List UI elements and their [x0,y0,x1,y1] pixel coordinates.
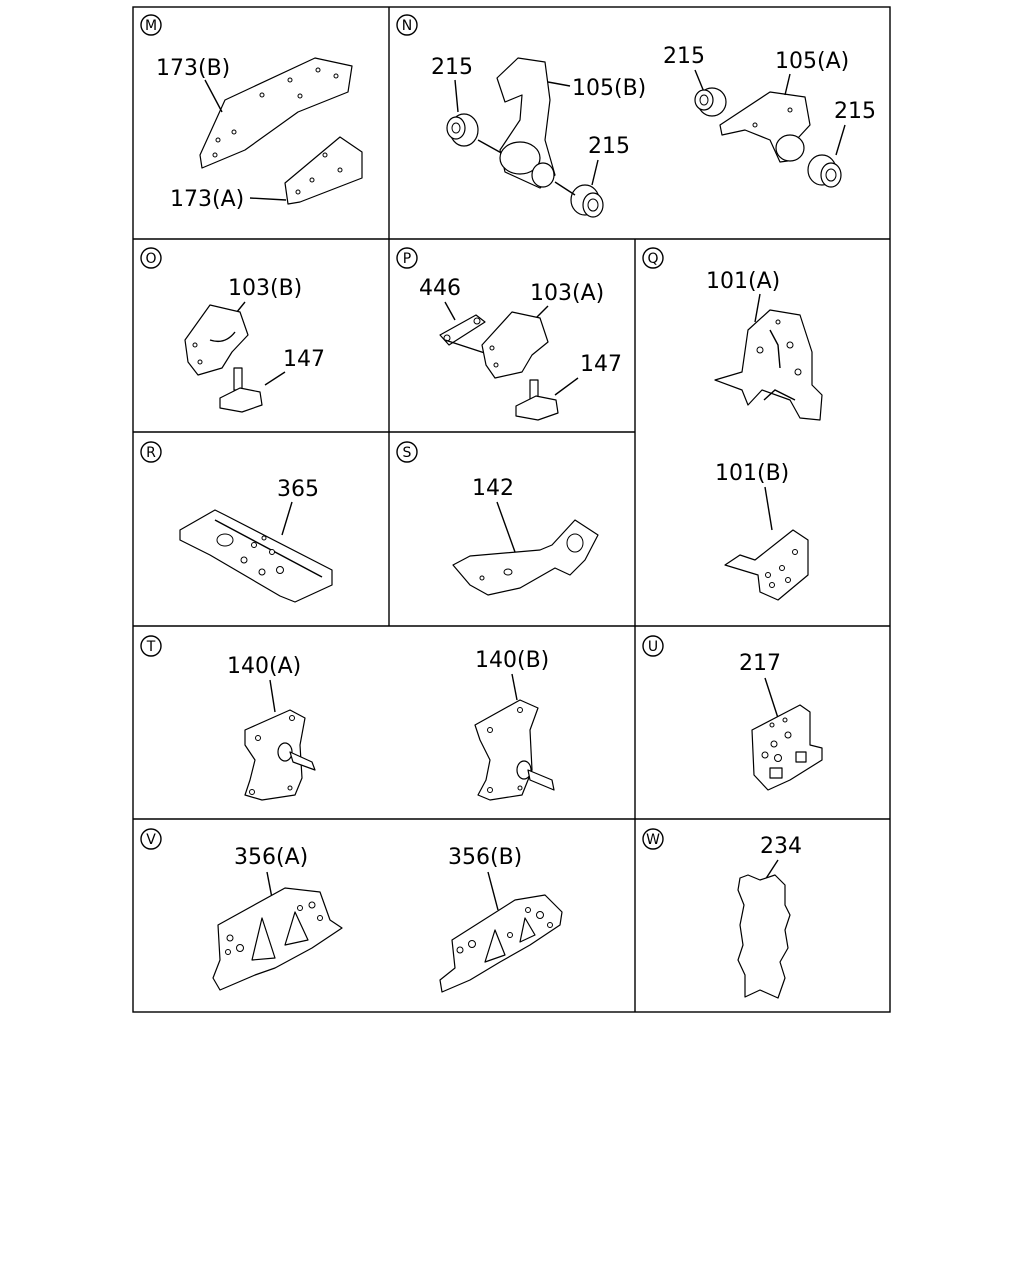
panel-marker-n: N [396,14,418,36]
svg-text:M: M [145,18,157,34]
label-103b: 103(B) [228,276,302,301]
label-215-4: 215 [834,99,876,124]
part-105b-arm [496,57,556,189]
svg-text:V: V [146,832,156,848]
part-103b-bracket [184,304,249,376]
label-140a: 140(A) [227,654,301,679]
part-215-bushing-3 [694,87,727,117]
label-356a: 356(A) [234,845,308,870]
label-142: 142 [472,476,514,501]
part-147-mount-p [515,379,559,421]
panel-marker-v: V [140,828,162,850]
part-103a-bracket [481,311,549,379]
panel-w: 234 [737,834,802,999]
svg-text:S: S [403,445,412,461]
label-147-p: 147 [580,352,622,377]
part-140a-mount [244,709,316,801]
part-101a-bracket [714,309,823,421]
svg-text:P: P [403,251,411,267]
part-215-bushing-2 [570,184,604,218]
panel-q: 101(A) 101(B) [706,269,823,601]
panel-marker-p: P [396,247,418,269]
label-215-3: 215 [663,44,705,69]
part-142-bracket [452,519,599,596]
part-356a-bracket [212,887,343,991]
part-217-bracket [751,704,823,791]
part-173b-plate [199,57,353,169]
panel-s: 142 [452,476,599,596]
label-356b: 356(B) [448,845,522,870]
panel-t: 140(A) 140(B) [227,648,555,801]
svg-text:N: N [402,18,412,34]
label-105a: 105(A) [775,49,849,74]
label-215-2: 215 [588,134,630,159]
panel-marker-m: M [140,14,162,36]
label-105b: 105(B) [572,76,646,101]
label-140b: 140(B) [475,648,549,673]
label-217: 217 [739,651,781,676]
panel-marker-q: Q [642,247,664,269]
grid-frame [132,6,891,1013]
label-173a: 173(A) [170,187,244,212]
label-103a: 103(A) [530,281,604,306]
svg-text:U: U [648,639,658,655]
part-105a-bracket [719,91,811,163]
part-140b-mount [474,699,555,801]
part-234-plate [737,874,791,999]
part-215-bushing-4 [807,154,842,188]
label-365: 365 [277,477,319,502]
label-101b: 101(B) [715,461,789,486]
panel-marker-o: O [140,247,162,269]
part-173a-plate [284,136,363,205]
part-356b-bracket [439,894,563,993]
label-173b: 173(B) [156,56,230,81]
part-101b-bracket [724,529,809,601]
panel-n: 215 105(B) 215 215 [431,44,876,218]
svg-text:W: W [646,832,660,848]
label-101a: 101(A) [706,269,780,294]
panel-marker-r: R [140,441,162,463]
panel-u: 217 [739,651,823,791]
svg-text:T: T [146,639,156,655]
panel-r: 365 [179,477,333,603]
panel-marker-w: W [642,828,664,850]
part-365-beam [179,509,333,603]
panel-markers: M N O P Q R S T U V W [140,14,664,850]
panel-p: 446 103(A) 147 [419,276,622,421]
label-147-o: 147 [283,347,325,372]
panel-marker-t: T [140,635,162,657]
svg-text:O: O [145,251,156,267]
part-147-mount-o [219,367,263,413]
panel-v: 356(A) 356(B) [212,845,563,993]
label-234: 234 [760,834,802,859]
panel-marker-s: S [396,441,418,463]
svg-text:R: R [146,445,156,461]
label-215-1: 215 [431,55,473,80]
panel-m: 173(B) 173(A) [156,56,363,212]
part-215-bushing-1 [446,113,479,147]
panel-marker-u: U [642,635,664,657]
label-446: 446 [419,276,461,301]
svg-text:Q: Q [647,251,658,267]
panel-o: 103(B) 147 [184,276,325,413]
